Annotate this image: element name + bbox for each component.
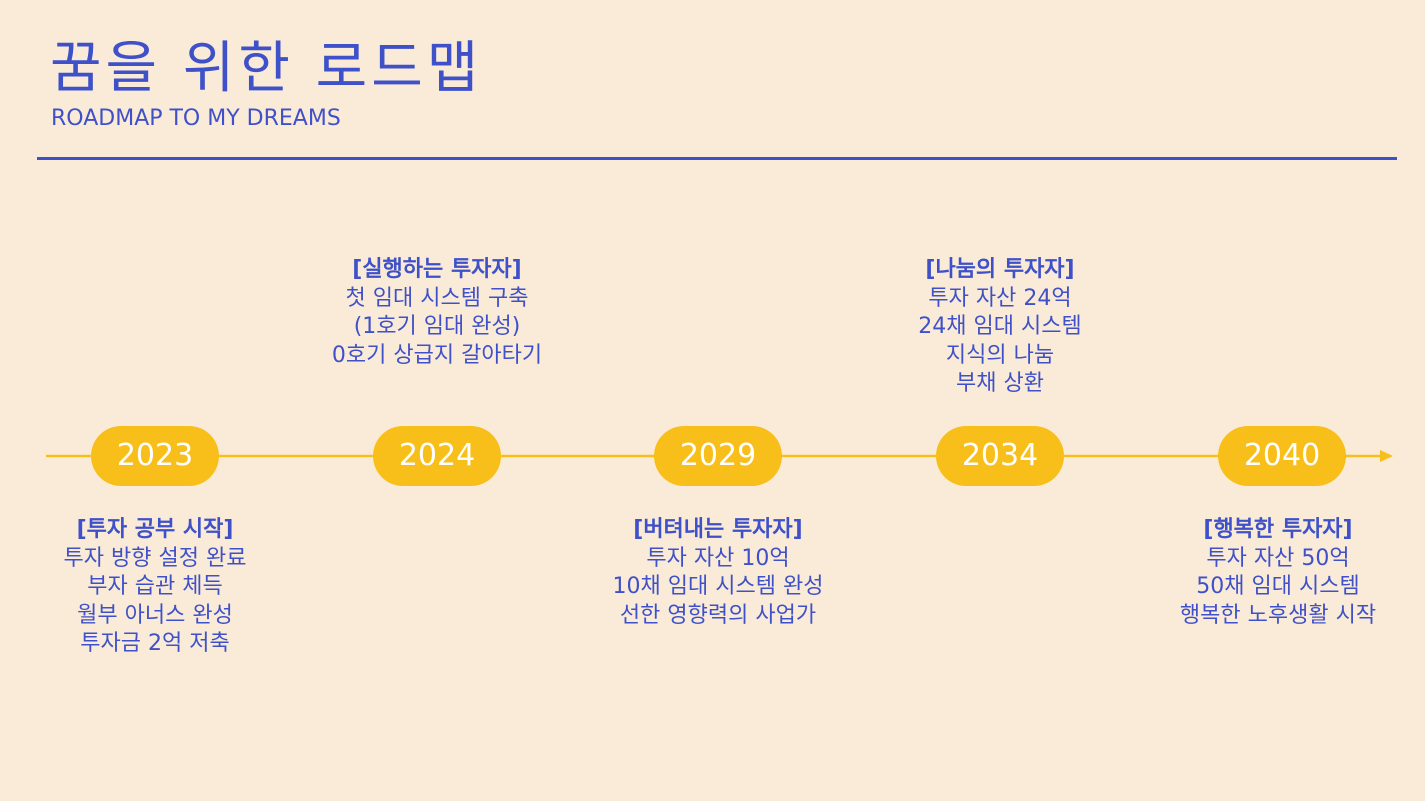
page-subtitle: ROADMAP TO MY DREAMS — [51, 106, 341, 131]
milestone-2040: [행복한 투자자] 투자 자산 50억 50채 임대 시스템 행복한 노후생활 … — [1118, 516, 1425, 630]
milestone-heading: [실행하는 투자자] — [352, 257, 522, 282]
milestone-line: 행복한 노후생활 시작 — [1179, 602, 1377, 628]
milestone-line: 투자 자산 24억 — [928, 285, 1072, 311]
milestone-line: (1호기 임대 완성) — [353, 314, 521, 339]
milestone-2029: [버텨내는 투자자] 투자 자산 10억 10채 임대 시스템 완성 선한 영향… — [558, 516, 878, 630]
milestone-2024: [실행하는 투자자] 첫 임대 시스템 구축 (1호기 임대 완성) 0호기 상… — [277, 256, 597, 370]
year-pill-2029: 2029 — [654, 426, 782, 486]
milestone-line: 투자 자산 10억 — [646, 545, 790, 571]
milestone-line: 월부 아너스 완성 — [77, 602, 233, 628]
milestone-line: 50채 임대 시스템 — [1196, 574, 1360, 599]
milestone-line: 투자 방향 설정 완료 — [63, 545, 247, 571]
year-pill-2034: 2034 — [936, 426, 1064, 486]
year-pill-2023: 2023 — [91, 426, 219, 486]
page-title: 꿈을 위한 로드맵 — [50, 36, 483, 101]
header-divider — [37, 157, 1397, 160]
milestone-2034: [나눔의 투자자] 투자 자산 24억 24채 임대 시스템 지식의 나눔 부채… — [840, 256, 1160, 399]
milestone-line: 선한 영향력의 사업가 — [619, 602, 817, 628]
milestone-line: 24채 임대 시스템 — [918, 314, 1082, 339]
milestone-line: 첫 임대 시스템 구축 — [345, 285, 529, 311]
milestone-2023: [투자 공부 시작] 투자 방향 설정 완료 부자 습관 체득 월부 아너스 완… — [0, 516, 315, 659]
milestone-heading: [투자 공부 시작] — [76, 517, 234, 542]
timeline-arrowhead-icon — [1380, 450, 1393, 462]
milestone-line: 부채 상환 — [956, 371, 1044, 396]
milestone-heading: [나눔의 투자자] — [925, 257, 1075, 282]
milestone-line: 지식의 나눔 — [945, 342, 1055, 368]
milestone-heading: [버텨내는 투자자] — [633, 517, 803, 542]
milestone-heading: [행복한 투자자] — [1203, 517, 1353, 542]
year-pill-2040: 2040 — [1218, 426, 1346, 486]
milestone-line: 0호기 상급지 갈아타기 — [331, 342, 543, 368]
year-pill-2024: 2024 — [373, 426, 501, 486]
milestone-line: 부자 습관 체득 — [87, 574, 223, 599]
milestone-line: 10채 임대 시스템 완성 — [612, 574, 824, 599]
milestone-line: 투자금 2억 저축 — [80, 631, 230, 656]
milestone-line: 투자 자산 50억 — [1206, 545, 1350, 571]
